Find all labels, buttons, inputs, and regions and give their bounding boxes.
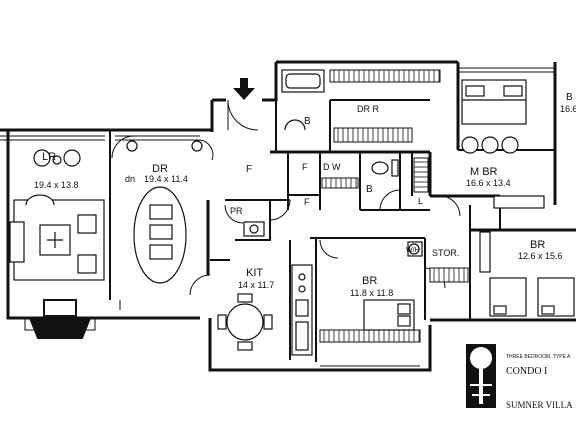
door-swings	[111, 99, 461, 296]
bath-1-fixtures	[281, 69, 325, 131]
room-label-mbr: M BR	[470, 166, 498, 178]
closet-label-l: L	[418, 196, 423, 206]
legend-title: CONDO I	[506, 366, 547, 377]
windows	[0, 67, 555, 367]
room-labels: LR 19.4 x 13.8 DR 19.4 x 11.4 dn F DR R …	[34, 92, 576, 298]
room-label-drr: DR R	[357, 104, 379, 114]
room-label-br-2: BR	[530, 239, 545, 251]
room-label-foyer: F	[246, 164, 252, 175]
room-dims-lr: 19.4 x 13.8	[34, 180, 79, 190]
room-dims-mbr: 16.6 x 13.4	[466, 178, 511, 188]
hatch-lines	[323, 70, 465, 342]
room-dims-kit: 14 x 11.7	[238, 280, 274, 290]
bedroom-2-furniture	[479, 231, 575, 317]
entrance-arrow-icon	[233, 78, 255, 100]
room-label-bath-2: B	[366, 184, 373, 195]
closet-label-f1: F	[302, 162, 308, 172]
room-label-bath-1: B	[304, 116, 311, 127]
room-dims-br-2: 12.6 x 15.6	[518, 251, 563, 261]
living-room-furniture	[9, 149, 105, 281]
legend-caption: THREE BEDROOM, TYPE A	[506, 354, 571, 360]
room-label-pr: PR	[230, 206, 243, 216]
fireplace-icon	[28, 299, 92, 339]
interior-walls	[109, 62, 555, 362]
room-label-balcony-b: B	[566, 92, 573, 103]
closet-label-f2: F	[304, 197, 310, 207]
room-label-dr: DR	[152, 163, 168, 175]
room-label-stor: STOR.	[432, 248, 459, 258]
kitchen-fixtures	[217, 221, 313, 356]
tree-logo-icon	[466, 344, 496, 408]
master-bedroom-furniture	[461, 79, 545, 209]
bedroom-1-furniture	[363, 241, 423, 331]
room-label-kit: KIT	[246, 267, 263, 279]
room-label-lr: LR	[42, 151, 56, 163]
room-dims-br-1: 11.8 x 11.8	[350, 288, 393, 298]
room-dims-dr: 19.4 x 11.4	[144, 174, 188, 184]
legend-block: THREE BEDROOM, TYPE A CONDO I SUMNER VIL…	[466, 344, 573, 410]
room-label-dw: D W	[323, 162, 341, 172]
exterior-walls	[0, 60, 576, 372]
stairs-down-label: dn	[125, 174, 135, 184]
legend-subtitle: SUMNER VILLA	[506, 400, 573, 410]
room-dims-balcony: 16.6	[560, 104, 576, 114]
bath-2-fixtures	[371, 159, 399, 177]
room-label-br-1: BR	[362, 275, 377, 287]
dining-table-icon	[126, 140, 203, 284]
water-heater-label: W/H	[406, 247, 420, 254]
